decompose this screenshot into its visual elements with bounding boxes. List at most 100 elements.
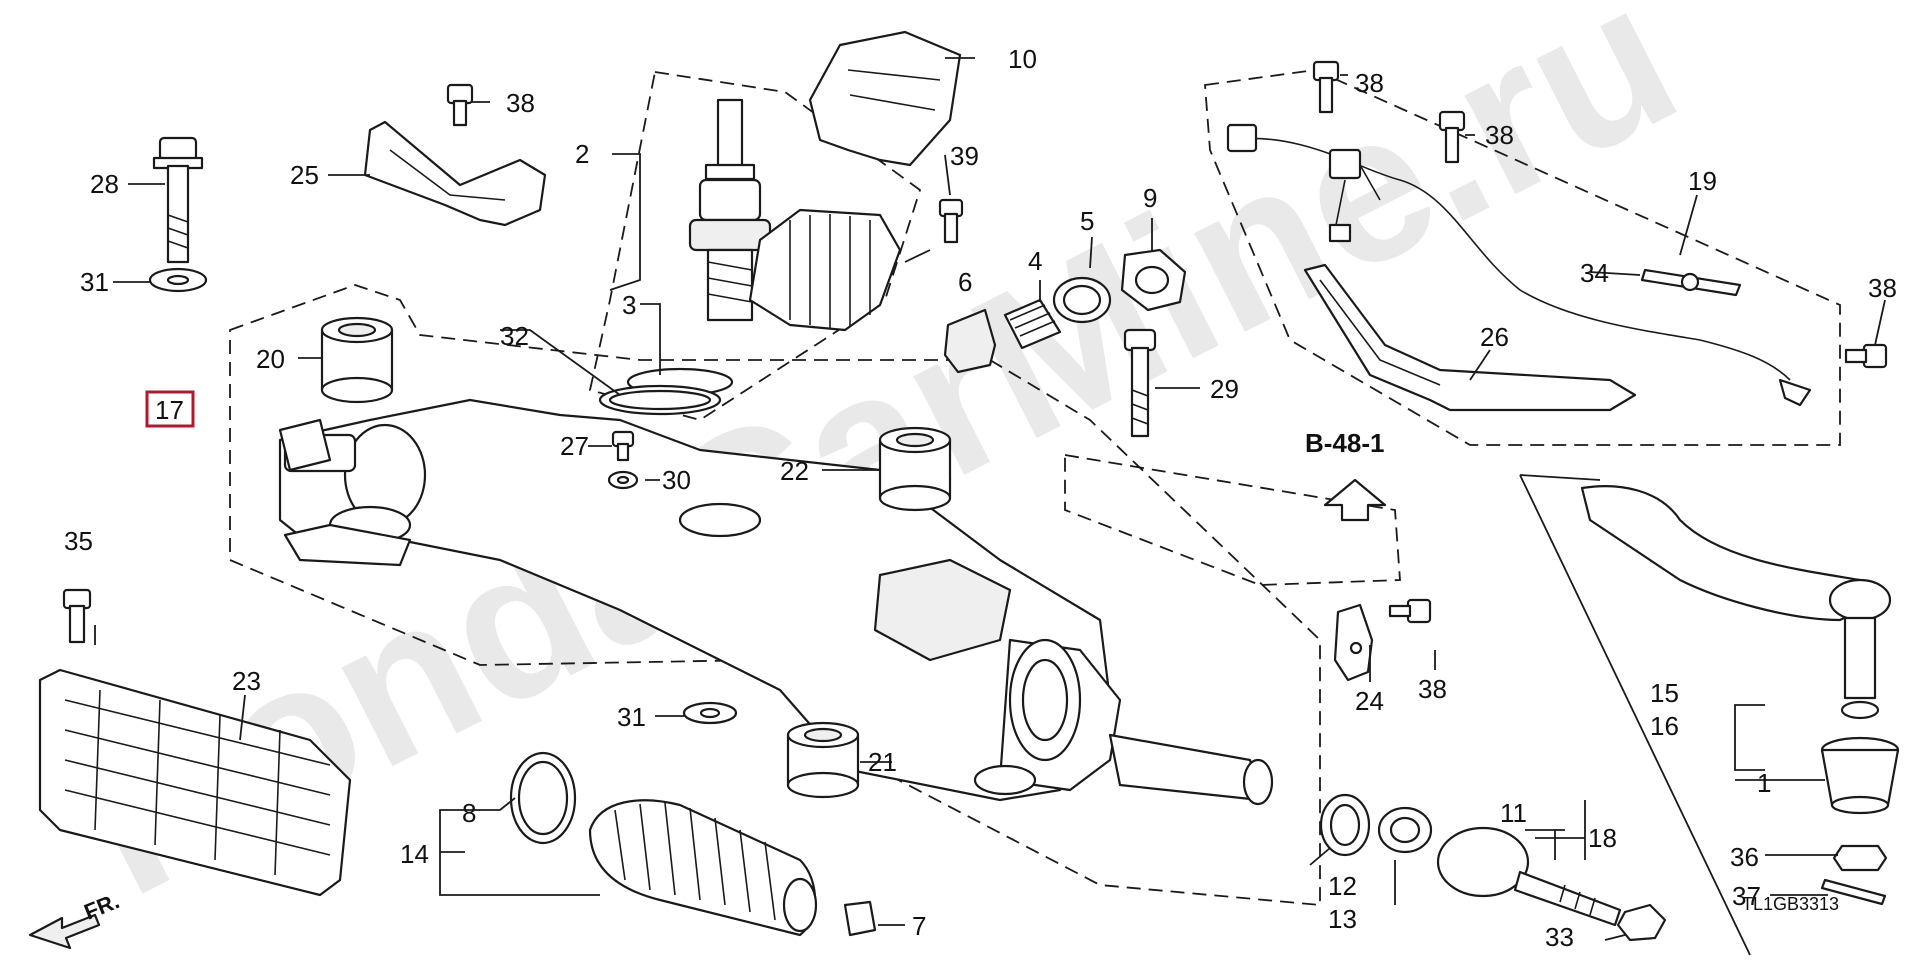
rack-tube: [278, 418, 1274, 806]
part-12-13-ring[interactable]: [1319, 793, 1371, 857]
part-38-bolt-b[interactable]: [1312, 60, 1340, 114]
part-label-12[interactable]: 12: [1328, 871, 1357, 901]
part-4-spring[interactable]: [1003, 298, 1062, 350]
part-label-5[interactable]: 5: [1080, 206, 1094, 236]
part-label-38-harness-b[interactable]: 38: [1485, 120, 1514, 150]
part-label-26[interactable]: 26: [1480, 322, 1509, 352]
part-label-34[interactable]: 34: [1580, 258, 1609, 288]
part-label-35[interactable]: 35: [64, 526, 93, 556]
part-label-10[interactable]: 10: [1008, 44, 1037, 74]
part-label-18[interactable]: 18: [1588, 823, 1617, 853]
part-18-tie-rod[interactable]: [1436, 826, 1622, 927]
part-8-band[interactable]: [509, 751, 577, 845]
part-33-nut[interactable]: [1616, 903, 1667, 942]
part-2-pinion-shaft[interactable]: [688, 98, 772, 322]
part-label-31[interactable]: 31: [80, 267, 109, 297]
reference-label: B-48-1: [1305, 428, 1384, 458]
part-35-bolt[interactable]: [62, 588, 92, 644]
part-label-2[interactable]: 2: [575, 139, 589, 169]
motor-unit: [748, 208, 902, 332]
part-5-seal[interactable]: [1052, 276, 1112, 324]
part-27-bolt[interactable]: [611, 430, 635, 462]
harness-outline: [1204, 69, 1841, 446]
part-label-11[interactable]: 11: [1500, 798, 1527, 828]
part-37-pin[interactable]: [1820, 878, 1887, 906]
part-label-32[interactable]: 32: [500, 321, 529, 351]
part-22-bushing[interactable]: [878, 426, 952, 512]
part-label-8[interactable]: 8: [462, 798, 476, 828]
part-label-38-harness-a[interactable]: 38: [1355, 68, 1384, 98]
part-label-4[interactable]: 4: [1028, 246, 1042, 276]
part-label-38-right[interactable]: 38: [1868, 273, 1897, 303]
part-39-bolt[interactable]: [938, 198, 964, 244]
part-26-bracket[interactable]: [1303, 263, 1637, 412]
tie-rod-end-bracket-lines: [1519, 474, 1751, 956]
part-label-24[interactable]: 24: [1355, 686, 1384, 716]
part-32-oring[interactable]: [598, 384, 722, 416]
front-direction-arrow: [28, 913, 101, 950]
part-label-16[interactable]: 16: [1650, 711, 1679, 741]
highlight-box-17[interactable]: [145, 390, 195, 428]
part-38-bolt-c[interactable]: [1438, 110, 1466, 164]
part-14-boot[interactable]: [588, 799, 818, 937]
part-7-clip[interactable]: [843, 900, 877, 937]
bracket-outline: [1064, 453, 1401, 586]
part-30-washer[interactable]: [607, 470, 639, 490]
part-label-23[interactable]: 23: [232, 666, 261, 696]
part-label-38[interactable]: 38: [506, 88, 535, 118]
reference-arrow: [1323, 478, 1387, 522]
part-label-1[interactable]: 1: [1757, 768, 1771, 798]
pinion-group-outline: [588, 70, 922, 421]
part-34-clip[interactable]: [1640, 268, 1742, 297]
part-label-3[interactable]: 3: [622, 290, 636, 320]
part-15-16-tie-rod-end[interactable]: [1580, 485, 1892, 720]
front-direction-label: FR.: [81, 888, 123, 924]
part-11-lockwasher[interactable]: [1377, 806, 1433, 854]
part-29-bolt[interactable]: [1123, 328, 1157, 438]
part-label-36[interactable]: 36: [1730, 842, 1759, 872]
part-38-bolt-a[interactable]: [446, 83, 474, 127]
part-label-20[interactable]: 20: [256, 344, 285, 374]
part-label-31-lower[interactable]: 31: [617, 702, 646, 732]
part-23-heat-shield[interactable]: [38, 668, 352, 897]
part-36-nut[interactable]: [1832, 844, 1888, 872]
part-label-27[interactable]: 27: [560, 431, 589, 461]
diagram-code: TL1GB3313: [1742, 894, 1839, 914]
part-label-13[interactable]: 13: [1328, 904, 1357, 934]
part-labels: 28 31 25 38 2 3 32 20 27 30 10 39 6 4 5 …: [64, 44, 1897, 952]
part-1-boot[interactable]: [1820, 736, 1900, 815]
part-25-bracket[interactable]: [363, 120, 547, 227]
part-label-25[interactable]: 25: [290, 160, 319, 190]
part-label-37[interactable]: 37: [1732, 881, 1761, 911]
part-label-19[interactable]: 19: [1688, 166, 1717, 196]
part-9-locknut[interactable]: [1120, 248, 1187, 312]
part-24-bracket[interactable]: [1333, 603, 1374, 682]
part-label-21[interactable]: 21: [868, 747, 897, 777]
part-label-15[interactable]: 15: [1650, 678, 1679, 708]
part-label-6[interactable]: 6: [958, 267, 972, 297]
part-label-29[interactable]: 29: [1210, 374, 1239, 404]
leader-lines: [94, 57, 1886, 941]
gearbox-assembly-outline: [229, 284, 1321, 906]
part-label-38-bracket[interactable]: 38: [1418, 674, 1447, 704]
part-label-39[interactable]: 39: [950, 141, 979, 171]
part-10-cover[interactable]: [808, 30, 962, 167]
part-6-guide[interactable]: [943, 308, 997, 374]
part-label-30[interactable]: 30: [662, 465, 691, 495]
part-21-bushing[interactable]: [786, 721, 860, 799]
part-label-28[interactable]: 28: [90, 169, 119, 199]
part-label-22[interactable]: 22: [780, 456, 809, 486]
part-label-9[interactable]: 9: [1143, 183, 1157, 213]
part-31-washer-upper[interactable]: [148, 267, 208, 293]
part-38-bolt-e[interactable]: [1388, 598, 1432, 624]
part-label-7[interactable]: 7: [912, 911, 926, 941]
part-19-harness[interactable]: [1226, 123, 1812, 407]
part-label-14[interactable]: 14: [400, 839, 429, 869]
part-20-bushing[interactable]: [320, 316, 394, 404]
part-31-washer-lower[interactable]: [682, 701, 738, 725]
part-38-bolt-d[interactable]: [1844, 343, 1888, 369]
part-28-bolt[interactable]: [152, 136, 204, 264]
part-label-33[interactable]: 33: [1545, 922, 1574, 952]
